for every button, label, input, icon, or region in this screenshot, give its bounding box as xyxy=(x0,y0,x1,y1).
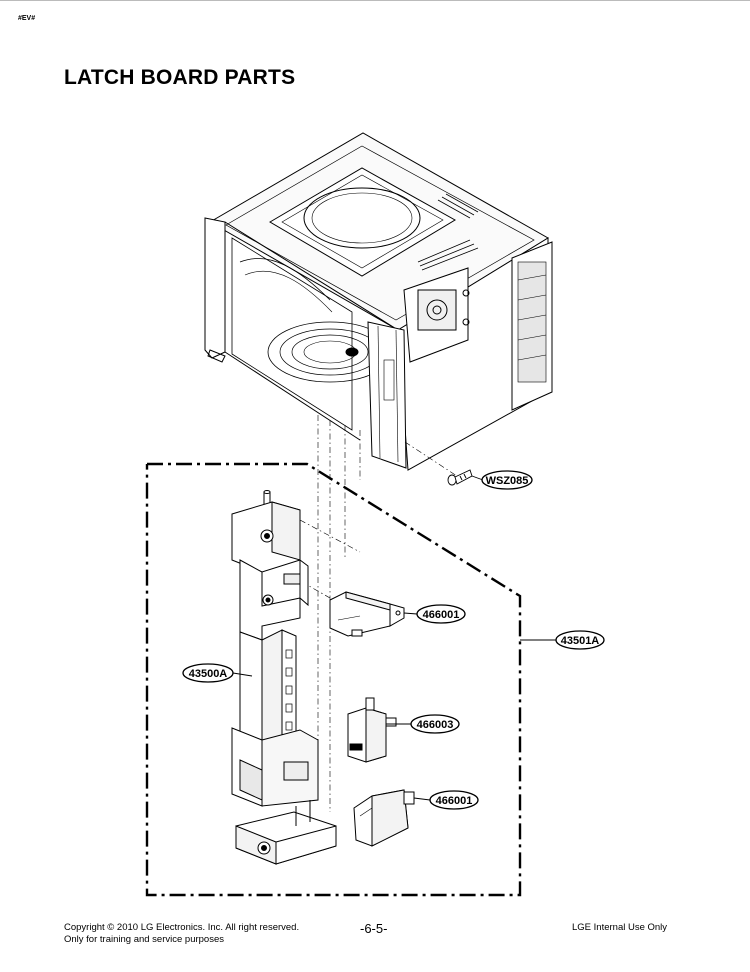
callout-wsz085: WSZ085 xyxy=(481,470,533,490)
internal-use-note: LGE Internal Use Only xyxy=(572,922,668,933)
document-code: #EV# xyxy=(18,15,36,22)
micro-switch-top-icon xyxy=(329,591,405,637)
callout-43500a: 43500A xyxy=(182,663,234,683)
copyright-text: Copyright © 2010 LG Electronics. Inc. Al… xyxy=(64,922,300,933)
assembly-boundary xyxy=(145,462,522,897)
svg-text:43501A: 43501A xyxy=(561,635,600,647)
screw-icon xyxy=(447,469,473,486)
page-number: -6-5- xyxy=(360,921,388,936)
svg-text:43500A: 43500A xyxy=(189,668,228,680)
callout-43501a: 43501A xyxy=(555,630,605,650)
usage-text: Only for training and service purposes xyxy=(64,934,224,945)
callout-466001-bottom: 466001 xyxy=(429,790,479,810)
leader-lines xyxy=(232,475,556,801)
callout-466001-top: 466001 xyxy=(416,604,466,624)
callout-466003: 466003 xyxy=(410,714,460,734)
top-rule xyxy=(0,0,750,1)
latch-board-illustration xyxy=(231,490,337,865)
svg-text:466001: 466001 xyxy=(423,609,460,621)
microwave-cavity-illustration xyxy=(204,132,553,471)
svg-text:WSZ085: WSZ085 xyxy=(486,475,529,487)
page-title: LATCH BOARD PARTS xyxy=(64,66,296,89)
micro-switch-middle-icon xyxy=(347,697,397,763)
svg-text:466003: 466003 xyxy=(417,719,454,731)
svg-text:466001: 466001 xyxy=(436,795,473,807)
footer-copyright: Copyright © 2010 LG Electronics. Inc. Al… xyxy=(64,922,299,946)
projection-lines xyxy=(289,415,461,812)
micro-switch-bottom-icon xyxy=(353,789,415,847)
